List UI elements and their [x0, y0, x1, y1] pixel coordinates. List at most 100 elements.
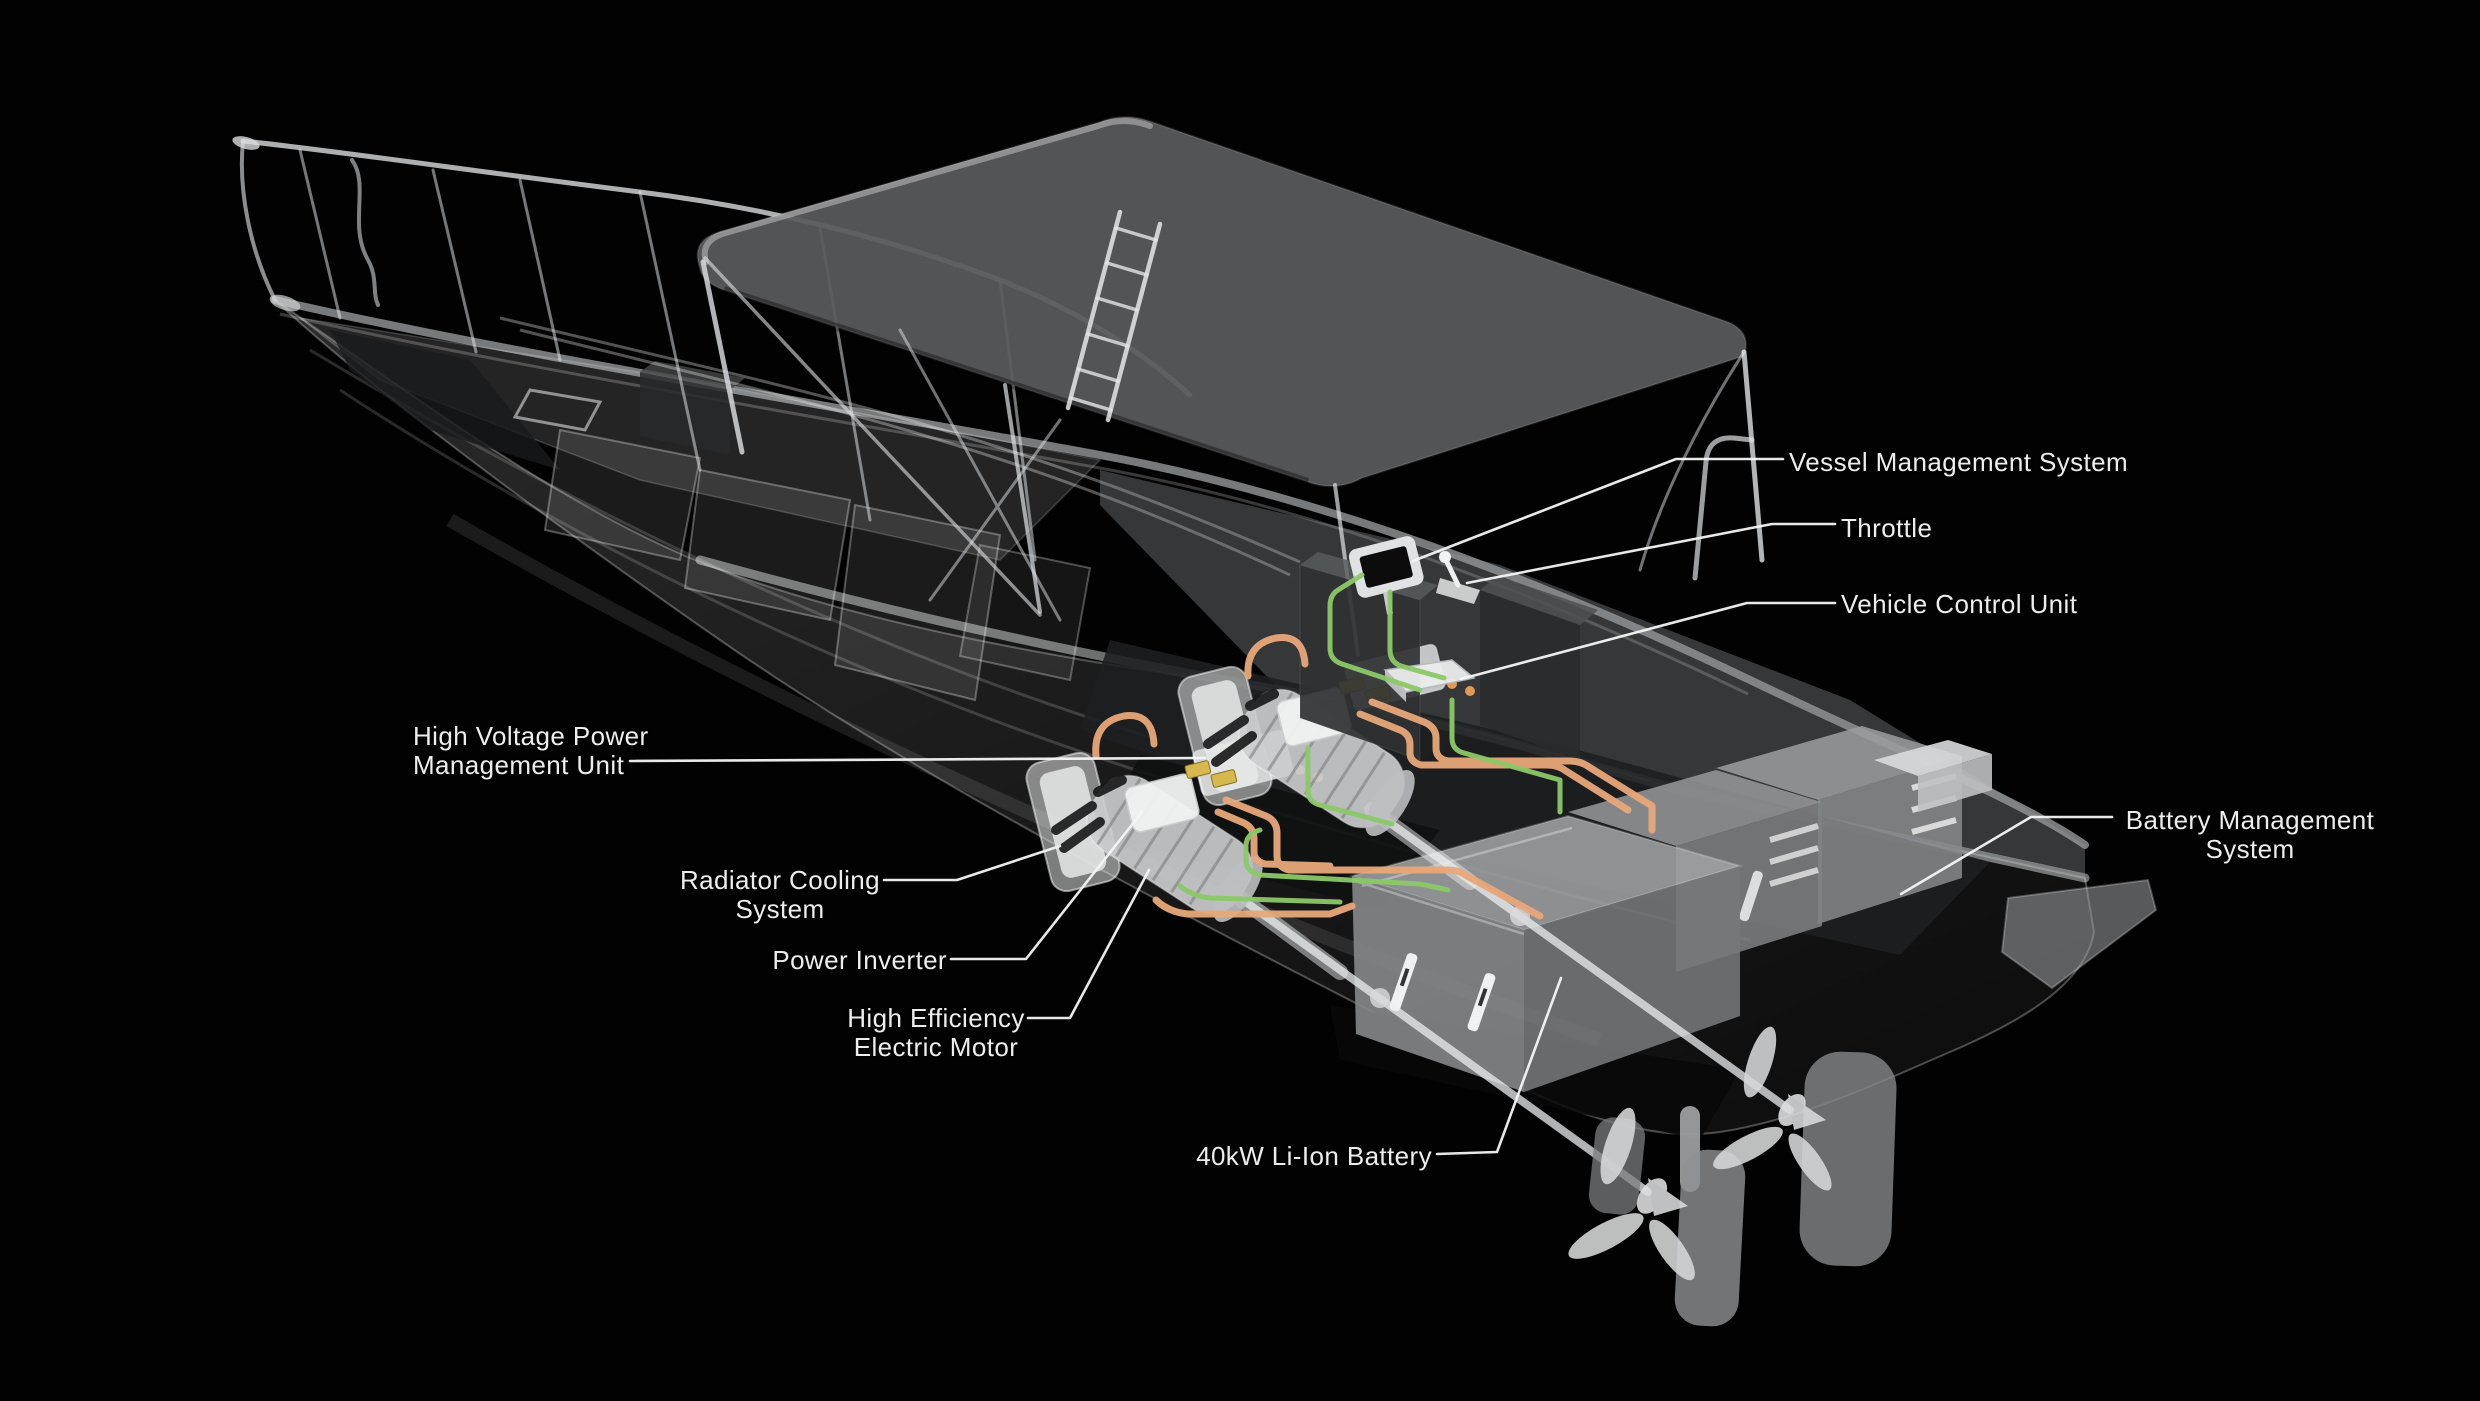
vms-screen	[1359, 546, 1413, 588]
label-vehicle-control-unit: Vehicle Control Unit	[1841, 590, 2077, 619]
label-text: Electric Motor	[853, 1032, 1019, 1062]
power-cable-run-5	[1152, 896, 1356, 918]
battery-slot-1-slit	[1399, 968, 1410, 987]
label-power-inverter: Power Inverter	[772, 946, 947, 975]
rudder-starboard	[1799, 1051, 1897, 1267]
canopy-brace-left	[703, 256, 1042, 617]
label-text: System	[735, 894, 825, 924]
battery-top-trim	[1351, 826, 1573, 936]
leader-power-inverter	[949, 810, 1144, 961]
leader-high-efficiency-motor	[1026, 868, 1151, 1020]
signal-cable-motor-starboard	[1305, 745, 1395, 827]
signal-cable-bay	[1177, 883, 1343, 905]
canopy-rear-hoop	[1692, 435, 1755, 581]
canopy-ladder	[1065, 209, 1163, 423]
label-radiator-cooling-system: Radiator Cooling System	[680, 866, 880, 924]
prop-blade	[1743, 1026, 1777, 1098]
prop-blade	[1788, 1133, 1832, 1191]
canopy-pole-front-left	[700, 259, 745, 455]
battery-slot-2-slit	[1477, 988, 1488, 1007]
battery-module-a-slot	[1739, 870, 1763, 922]
leader-li-ion-battery	[1435, 976, 1563, 1156]
label-battery-management-system: Battery Management System	[2126, 806, 2375, 864]
rail-stanchions	[298, 148, 1037, 562]
label-text: Battery Management	[2125, 805, 2375, 835]
leader-radiator-cooling	[882, 844, 1062, 882]
signal-cable-helm-2	[1327, 572, 1423, 693]
throttle-base	[1436, 578, 1480, 604]
mount-arms	[1051, 775, 1127, 853]
rail-s-curve	[350, 158, 380, 307]
prop-blade	[1713, 1126, 1783, 1170]
battery-front-slots	[1389, 953, 1496, 1032]
cabin-glass-box-1	[543, 428, 702, 562]
battery-main-end	[1524, 866, 1740, 1092]
leader-lines	[628, 457, 2114, 1156]
rail-tip-plate	[232, 136, 260, 150]
leader-vessel-management-system	[1411, 457, 1785, 563]
canopy-top	[696, 116, 1747, 488]
power-cables	[1092, 634, 1656, 920]
prop-blade	[1600, 1107, 1636, 1185]
label-high-efficiency-electric-motor: High Efficiency Electric Motor	[847, 1004, 1025, 1062]
bms-unit-top	[1874, 740, 1992, 776]
ladder-rails	[1065, 209, 1163, 423]
swim-platform	[2000, 878, 2158, 990]
vms-display	[1348, 536, 1424, 598]
leader-battery-management	[1899, 815, 2114, 896]
throttle-knob	[1439, 551, 1451, 563]
label-throttle: Throttle	[1841, 514, 1932, 543]
battery-module-a-top	[1568, 770, 1822, 846]
prop-shafts	[1228, 806, 1794, 1196]
canopy-assembly	[696, 116, 1747, 488]
bow-stem-rail	[239, 139, 277, 302]
companionway-box	[640, 372, 730, 455]
canopy-x-braces	[898, 328, 1062, 622]
signal-cables	[1177, 572, 1563, 905]
label-text: High Voltage Power	[413, 721, 649, 751]
ladder-rungs	[1069, 226, 1158, 412]
power-cable-run-4	[1356, 710, 1632, 814]
prop-cone	[1648, 1178, 1688, 1216]
hv-connector-pad	[1210, 769, 1238, 788]
canopy-front-edge-highlight	[701, 118, 1153, 265]
battery-pack	[1330, 726, 1992, 1140]
battery-main-front	[1352, 876, 1524, 1092]
bms-unit-front	[1918, 754, 1992, 812]
leader-throttle	[1465, 522, 1837, 585]
power-cable-arch-port	[1092, 712, 1158, 760]
power-cable-arch-starboard	[1244, 634, 1309, 680]
leader-high-voltage-pmu	[628, 756, 1207, 763]
battery-module-a-ribs	[1769, 823, 1819, 887]
label-text: System	[2205, 834, 2295, 864]
leader-vehicle-control-unit	[1459, 601, 1837, 681]
battery-module-b-top	[1716, 726, 1962, 800]
cabin-glass-box-2	[683, 468, 852, 622]
label-text: Management Unit	[413, 750, 625, 780]
label-text: Throttle	[1841, 513, 1933, 543]
foredeck	[299, 316, 1301, 702]
anchor-locker-shadow	[330, 330, 560, 470]
power-cable-run-2	[1214, 808, 1334, 870]
signal-cable-motor-port	[1243, 827, 1451, 893]
canopy-rim-shade	[722, 286, 1310, 486]
drivetrain	[1224, 802, 1897, 1327]
hv-connector-pad	[1184, 760, 1212, 779]
seat-box-side	[1480, 590, 1580, 760]
label-text: 40kW Li-Ion Battery	[1196, 1141, 1432, 1171]
label-vessel-management-system: Vessel Management System	[1789, 448, 2128, 477]
cabin-glass-box-3	[833, 503, 1002, 702]
label-high-voltage-power-management-unit: High Voltage Power Management Unit	[413, 722, 649, 780]
seat-box-top	[1480, 576, 1598, 625]
cabin-glass-box-4	[958, 543, 1092, 682]
label-text: Vehicle Control Unit	[1841, 589, 2078, 619]
companionway-top	[640, 361, 745, 390]
prop-blade	[1568, 1213, 1644, 1259]
signal-cable-helm-1	[1387, 589, 1447, 681]
label-text: Vessel Management System	[1789, 447, 2129, 477]
power-cable-run-3	[1368, 698, 1656, 834]
signal-cable-vcu-battery	[1449, 697, 1563, 815]
propeller-port	[1568, 1107, 1695, 1281]
deck-hatch-frame	[512, 388, 603, 432]
